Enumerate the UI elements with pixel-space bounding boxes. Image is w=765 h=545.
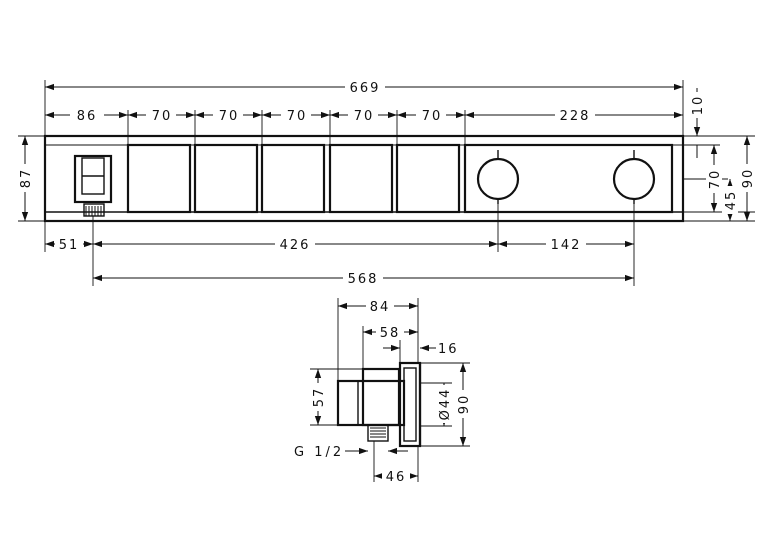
valve-housing-body (336, 379, 406, 427)
button-panel-3 (260, 143, 326, 214)
button-panel-4 (328, 143, 394, 214)
dim-right-90: 90 (741, 168, 756, 189)
dim-segment-70-1: 70 (152, 109, 173, 124)
thread-connector-icon (367, 424, 389, 442)
dim-segment-70-2: 70 (219, 109, 240, 124)
dim-bottom-51: 51 (59, 238, 80, 253)
valve-housing-front (361, 367, 401, 427)
dim-overall-width: 669 (350, 81, 381, 96)
dim-right-10: 10 (691, 95, 706, 116)
dim-depth-58: 58 (380, 326, 401, 341)
dim-bottom-142: 142 (551, 238, 582, 253)
dim-bottom-568: 568 (348, 272, 379, 287)
dim-height-90: 90 (457, 394, 472, 415)
dim-segment-70-3: 70 (287, 109, 308, 124)
side-view: 84 58 16 57 Ø44 90 G 1/2 46 (294, 298, 472, 485)
hose-holder-icon (73, 154, 113, 217)
dim-right-45: 45 (724, 190, 739, 211)
dim-segment-70-5: 70 (422, 109, 443, 124)
volume-knob-icon (612, 150, 656, 204)
button-panel-5 (395, 143, 461, 214)
thermostat-body-outline (43, 134, 685, 223)
dim-plate-16: 16 (438, 342, 459, 357)
dim-depth-46: 46 (386, 470, 407, 485)
dim-segment-228: 228 (560, 109, 591, 124)
dim-height-57: 57 (312, 387, 327, 408)
dim-left-87: 87 (19, 168, 34, 189)
dim-diameter-44: Ø44 (438, 388, 453, 421)
front-view: 669 86 70 70 70 70 70 228 87 (17, 79, 756, 287)
button-panel-1 (126, 143, 192, 214)
dim-segment-70-4: 70 (354, 109, 375, 124)
dim-segment-86: 86 (77, 109, 98, 124)
button-panel-2 (193, 143, 259, 214)
temperature-knob-icon (476, 150, 520, 204)
dim-depth-84: 84 (370, 300, 391, 315)
thermostat-panel (463, 143, 674, 214)
dim-bottom-426: 426 (280, 238, 311, 253)
dim-right-70: 70 (708, 169, 723, 190)
dim-thread-g12: G 1/2 (294, 445, 344, 460)
